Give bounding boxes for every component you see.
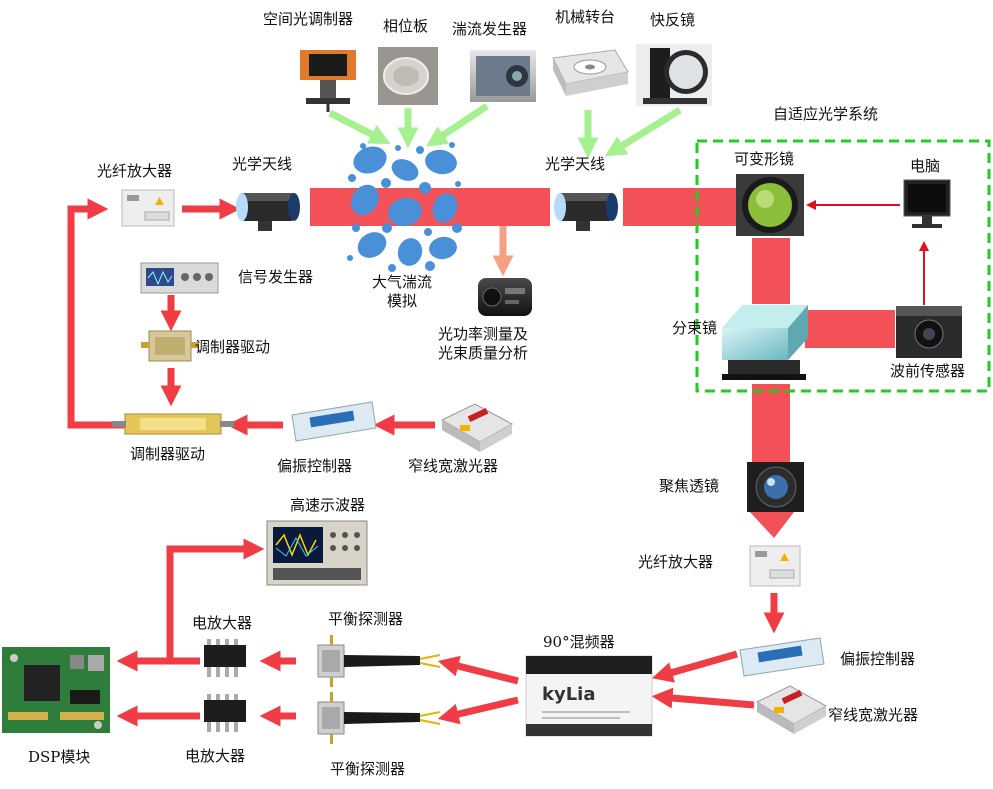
label-modulator-driver-1: 调制器驱动: [195, 338, 271, 356]
balanced-detector-icon: [317, 692, 441, 744]
label-optical-antenna-right: 光学天线: [545, 155, 606, 173]
power-meter-icon: [478, 278, 532, 316]
label-power-measurement: 光功率测量及 光束质量分析: [438, 325, 528, 363]
modulator-driver-icon: [141, 330, 199, 362]
label-pol-ctrl-top: 偏振控制器: [277, 457, 353, 475]
beam-free-space: [310, 188, 550, 226]
fiber-amplifier-icon: [121, 189, 175, 227]
fiber-amplifier-icon: [749, 545, 801, 587]
laser-beams: [310, 188, 895, 538]
label-optical-antenna-left: 光学天线: [232, 155, 293, 173]
label-laser-bottom: 窄线宽激光器: [828, 706, 919, 724]
turbulence-generator-icon: [470, 50, 536, 102]
svg-text:kyLia: kyLia: [542, 684, 596, 705]
label-pol-ctrl-bottom: 偏振控制器: [840, 650, 916, 668]
label-elec-amp-2: 电放大器: [185, 747, 246, 765]
label-bpd-2: 平衡探测器: [330, 760, 406, 778]
label-elec-amp-1: 电放大器: [192, 614, 253, 632]
deformable-mirror-icon: [736, 174, 804, 236]
label-focus-lens: 聚焦透镜: [659, 477, 720, 495]
label-power-measurement-line2: 光束质量分析: [438, 344, 529, 362]
label-fiber-amp-bottom: 光纤放大器: [638, 553, 714, 571]
label-turbulence-sim-line2: 模拟: [386, 292, 417, 310]
beam-to-wfs: [805, 310, 895, 348]
label-slm: 空间光调制器: [263, 10, 354, 28]
telescope-icon: [236, 193, 300, 231]
oscilloscope-icon: [266, 520, 368, 586]
polarization-controller-icon: [739, 637, 825, 677]
turbulence-cloud: [347, 142, 462, 272]
laser-icon: [755, 685, 828, 734]
amplifier-chip-icon: [204, 694, 246, 732]
beam-splitter-down: [752, 384, 790, 462]
red-arrows: [67, 198, 785, 727]
beam-dm-to-splitter: [752, 238, 790, 304]
label-oscilloscope: 高速示波器: [290, 496, 366, 514]
balanced-detector-icon: [317, 635, 441, 687]
beam-to-dm: [623, 188, 738, 226]
label-laser-top: 窄线宽激光器: [408, 457, 499, 475]
label-hybrid: 90°混频器: [543, 633, 615, 651]
label-computer: 电脑: [910, 157, 941, 175]
wavefront-sensor-icon: [896, 306, 962, 358]
laser-icon: [440, 403, 514, 452]
label-wavefront-sensor: 波前传感器: [890, 362, 966, 380]
label-turbulence-sim-line1: 大气湍流: [371, 273, 432, 291]
hybrid-chip-icon: kyLia: [525, 655, 653, 737]
label-bpd-1: 平衡探测器: [328, 610, 404, 628]
label-phase-plate: 相位板: [383, 17, 429, 35]
label-signal-generator: 信号发生器: [238, 268, 314, 286]
polarization-controller-icon: [291, 401, 377, 442]
label-beam-splitter: 分束镜: [672, 319, 718, 337]
label-dsp: DSP模块: [28, 748, 91, 766]
beam-splitter-icon: [722, 305, 808, 380]
label-modulator-driver-2: 调制器驱动: [130, 445, 206, 463]
modulator-icon: [112, 413, 234, 435]
label-fiber-amp-top: 光纤放大器: [97, 162, 173, 180]
ao-system-box: [695, 139, 991, 393]
label-ao-system: 自适应光学系统: [773, 105, 879, 123]
rotary-stage-icon: [552, 49, 629, 96]
monitor-icon: [903, 179, 951, 228]
slm-icon: [300, 50, 356, 112]
label-deformable-mirror: 可变形镜: [734, 150, 795, 168]
green-arrows: [328, 103, 682, 159]
phase-plate-icon: [378, 47, 438, 105]
control-arrows: [806, 200, 929, 305]
dsp-board-icon: [2, 647, 110, 733]
amplifier-chip-icon: [204, 639, 246, 677]
label-turbulence-generator: 湍流发生器: [452, 20, 528, 38]
telescope-icon: [554, 193, 618, 231]
label-fast-mirror: 快反镜: [650, 11, 696, 29]
signal-generator-icon: [140, 262, 219, 294]
lens-icon: [747, 462, 804, 512]
label-rotary-stage: 机械转台: [555, 8, 616, 26]
label-turbulence-sim: 大气湍流 模拟: [366, 273, 438, 311]
beam-focus-cone: [750, 512, 794, 538]
fast-mirror-icon: [636, 44, 712, 106]
label-power-measurement-line1: 光功率测量及: [438, 325, 529, 343]
